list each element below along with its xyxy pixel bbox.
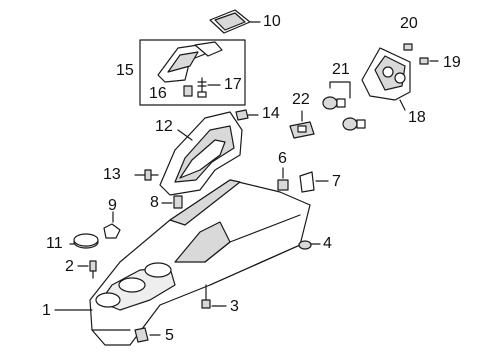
- callout-20: 20: [400, 15, 418, 32]
- callout-2: 2: [65, 258, 74, 275]
- callout-12: 12: [155, 118, 173, 135]
- callout-16: 16: [149, 85, 167, 102]
- callout-7: 7: [332, 173, 341, 190]
- callout-15: 15: [116, 62, 134, 79]
- callout-3: 3: [230, 298, 239, 315]
- part-8-clip: [161, 195, 183, 209]
- part-3-bolt: [201, 284, 227, 309]
- part-14-clip: [235, 109, 259, 121]
- callout-14: 14: [262, 105, 280, 122]
- part-13-screw: [134, 169, 159, 181]
- part-12-housing: [159, 111, 243, 196]
- part-10-mat: [209, 9, 261, 34]
- callout-22: 22: [292, 91, 310, 108]
- part-2-screw: [77, 260, 97, 279]
- part-18-bracket: [361, 43, 439, 111]
- callout-17: 17: [224, 76, 242, 93]
- part-1-console: [54, 179, 311, 346]
- callout-19: 19: [443, 54, 461, 71]
- part-7-pad: [299, 171, 329, 193]
- callout-18: 18: [408, 109, 426, 126]
- callout-9: 9: [108, 197, 117, 214]
- callout-8: 8: [150, 194, 159, 211]
- callout-10: 10: [263, 13, 281, 30]
- part-22-switch: [289, 110, 315, 139]
- part-11-cap: [69, 233, 99, 249]
- part-15-inset: [139, 39, 246, 106]
- callout-4: 4: [323, 235, 332, 252]
- part-9-bracket: [103, 211, 121, 239]
- part-6-clip: [277, 167, 289, 191]
- part-5-clip: [134, 327, 161, 343]
- callout-1: 1: [42, 302, 51, 319]
- callout-13: 13: [103, 166, 121, 183]
- part-4-button: [298, 240, 321, 250]
- callout-11: 11: [46, 235, 63, 252]
- part-21-switch: [322, 81, 366, 131]
- callout-5: 5: [165, 327, 174, 344]
- callout-21: 21: [332, 61, 350, 78]
- callout-6: 6: [278, 150, 287, 167]
